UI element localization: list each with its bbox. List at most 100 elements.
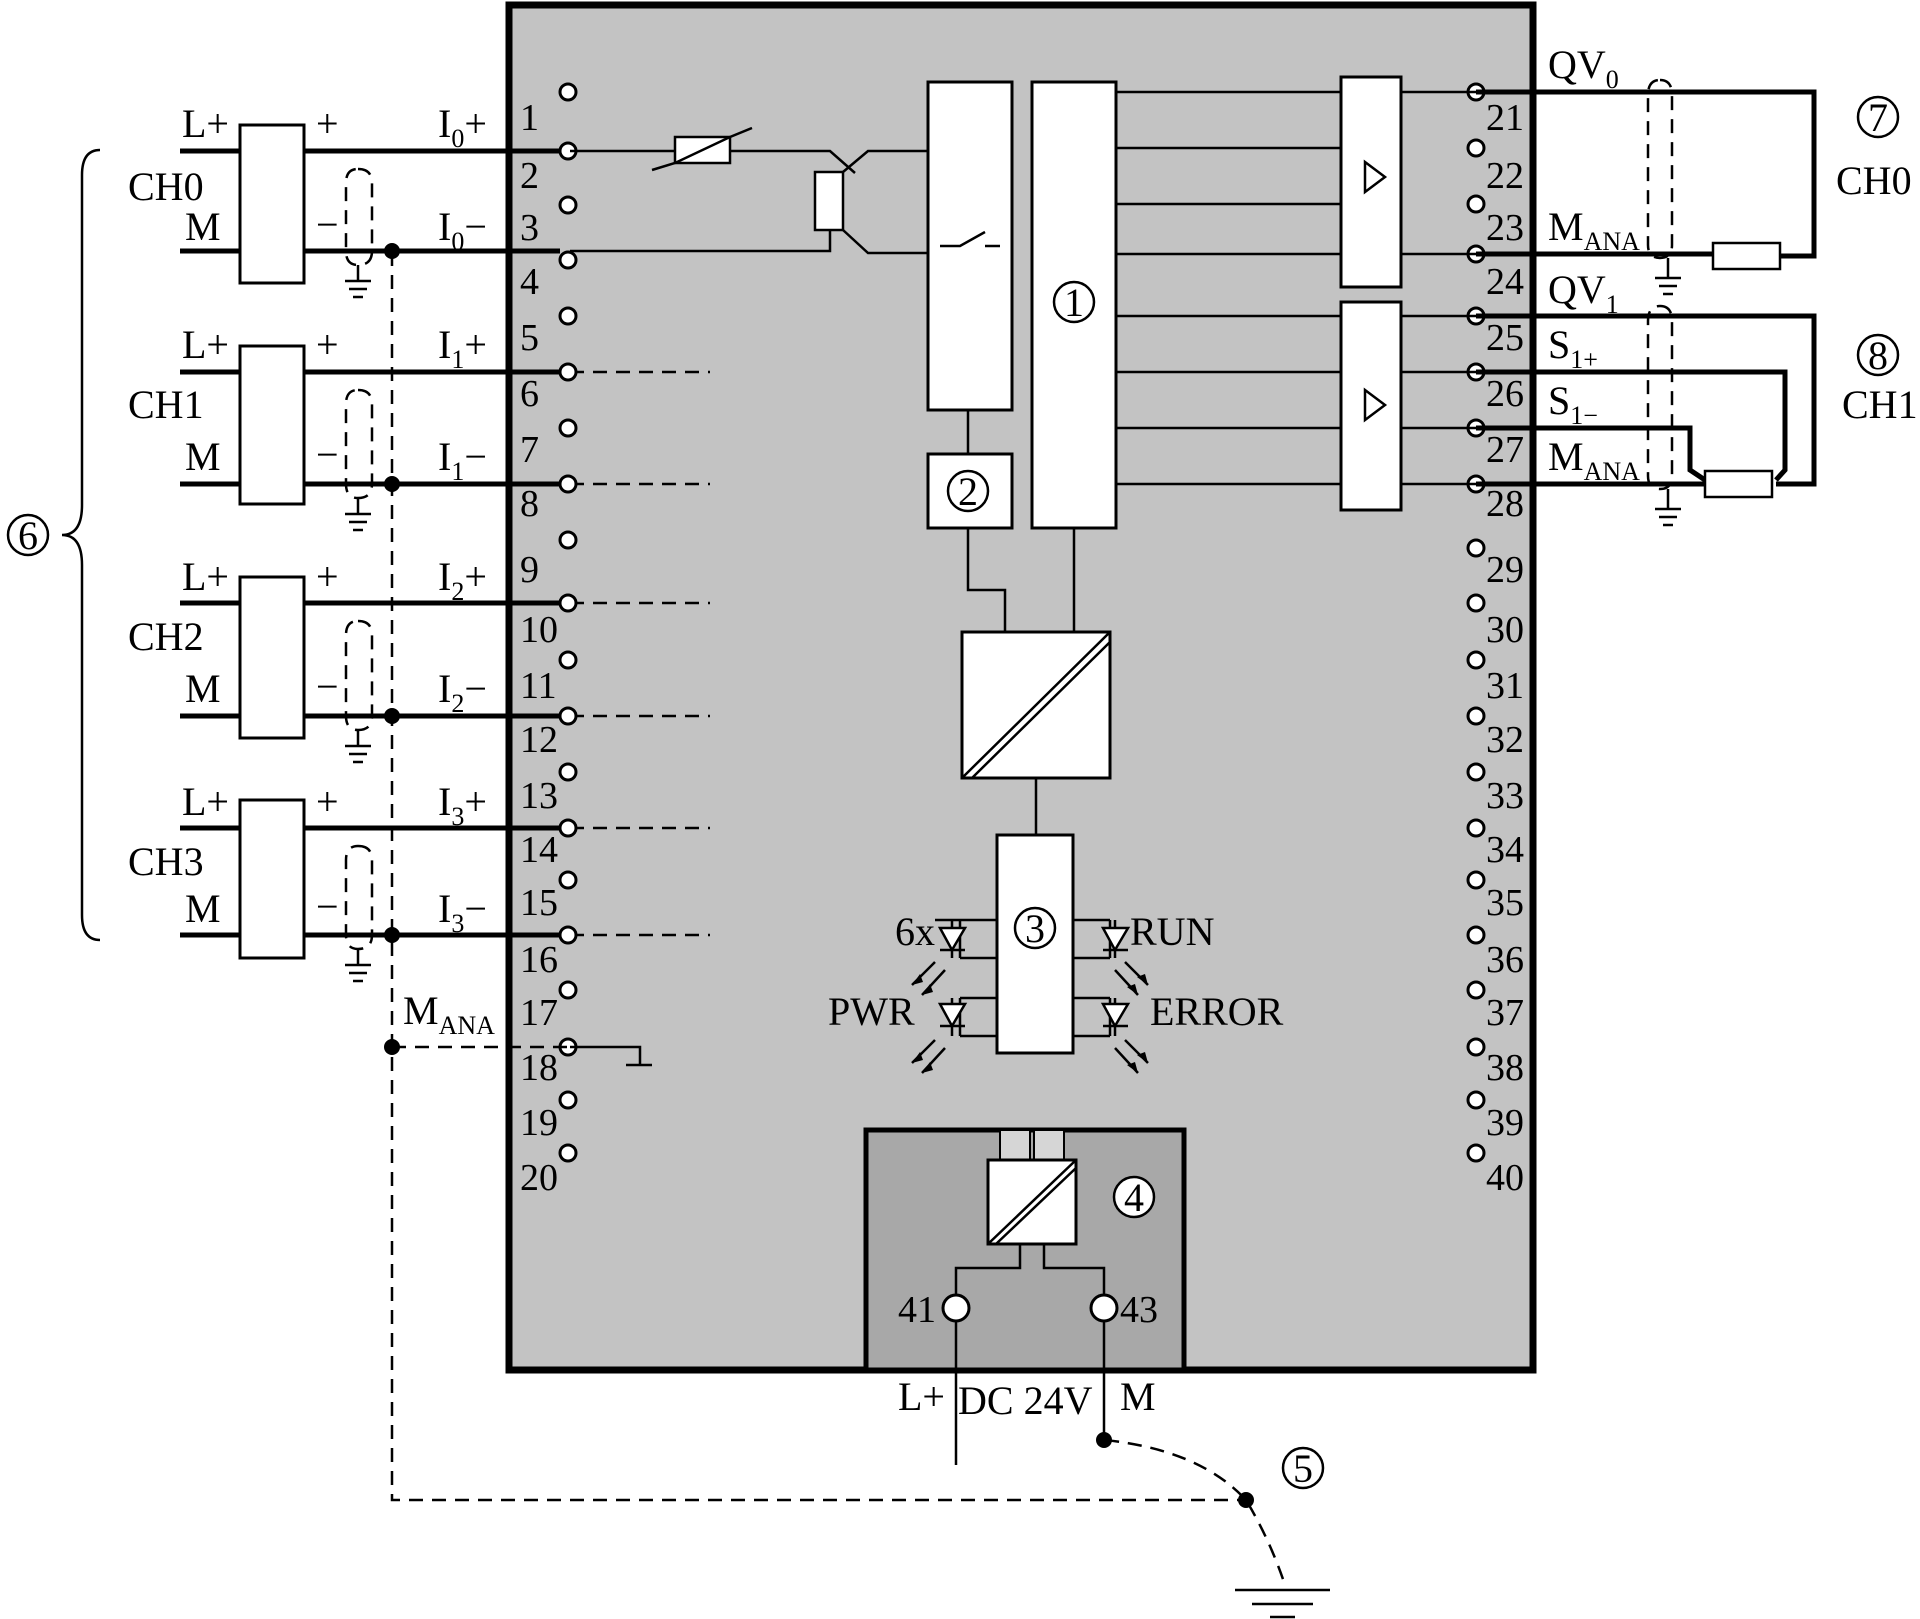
left-terminal-4-label: 4 <box>520 261 539 303</box>
right-terminal-29[interactable] <box>1466 538 1486 558</box>
mana-junction <box>384 1039 400 1055</box>
right-terminal-22[interactable] <box>1466 138 1486 158</box>
mana-left-label: MANA <box>403 988 495 1040</box>
multiplexer-switch <box>940 230 1000 248</box>
left-terminal-17[interactable] <box>558 980 578 1000</box>
right-terminal-31[interactable] <box>1466 650 1486 670</box>
m-label-2: M <box>185 666 221 711</box>
left-terminal-12-label: 12 <box>520 719 558 761</box>
right-terminal-33[interactable] <box>1466 762 1486 782</box>
m-label-0: M <box>185 204 221 249</box>
left-terminal-9[interactable] <box>558 530 578 550</box>
supply-internal-wires <box>954 1244 1106 1295</box>
right-terminal-39[interactable] <box>1466 1090 1486 1110</box>
right-terminal-36[interactable] <box>1466 925 1486 945</box>
channel-name-2: CH2 <box>128 614 204 659</box>
lplus-label-1: L+ <box>182 322 229 367</box>
input-plus-label-3: I3+ <box>438 779 487 831</box>
left-terminal-11[interactable] <box>558 650 578 670</box>
minus-sign-2: − <box>316 664 339 709</box>
s1plus-wire <box>1476 369 1788 482</box>
left-terminal-3[interactable] <box>558 195 578 215</box>
left-terminal-12[interactable] <box>558 706 578 726</box>
callout-7-circle <box>1856 95 1900 139</box>
ground-junction <box>1238 1492 1254 1508</box>
shunt-to-mux-lines <box>842 149 928 255</box>
right-terminal-23-label: 23 <box>1486 207 1524 249</box>
right-terminal-38[interactable] <box>1466 1037 1486 1057</box>
junction-dot-0 <box>384 243 400 259</box>
right-terminal-32-label: 32 <box>1486 719 1524 761</box>
left-terminal-19-label: 19 <box>520 1102 558 1144</box>
left-terminal-15[interactable] <box>558 870 578 890</box>
varistor-slash <box>651 126 753 172</box>
led-6x <box>911 918 997 996</box>
right-terminal-34-label: 34 <box>1486 829 1524 871</box>
supply-m-label: M <box>1120 1374 1156 1419</box>
callout-3: 3 <box>1025 906 1045 951</box>
terminal-43-label: 43 <box>1120 1289 1158 1331</box>
right-terminal-40[interactable] <box>1466 1143 1486 1163</box>
terminal-41[interactable] <box>941 1293 971 1323</box>
right-terminal-26-label: 26 <box>1486 373 1524 415</box>
right-terminal-35[interactable] <box>1466 870 1486 890</box>
right-terminal-23[interactable] <box>1466 194 1486 214</box>
lplus-label-3: L+ <box>182 779 229 824</box>
plus-sign-2: + <box>316 554 339 599</box>
left-terminal-8[interactable] <box>558 474 578 494</box>
left-terminal-19[interactable] <box>558 1090 578 1110</box>
transducer-1 <box>238 344 306 506</box>
left-terminal-16[interactable] <box>558 925 578 945</box>
left-terminal-13[interactable] <box>558 762 578 782</box>
led-run <box>1073 918 1149 996</box>
callout-8: 8 <box>1868 333 1888 378</box>
transducer-3 <box>238 798 306 960</box>
main-ground-dashed <box>1104 1438 1287 1586</box>
minus-sign-3: − <box>316 884 339 929</box>
left-terminal-17-label: 17 <box>520 992 558 1034</box>
callout-4: 4 <box>1124 1175 1144 1220</box>
left-terminal-1-label: 1 <box>520 97 539 139</box>
right-terminal-34[interactable] <box>1466 818 1486 838</box>
left-terminal-4[interactable] <box>558 250 578 270</box>
right-terminal-38-label: 38 <box>1486 1047 1524 1089</box>
left-terminal-7[interactable] <box>558 418 578 438</box>
shield-ground-icon-0 <box>345 265 371 299</box>
left-terminal-14-label: 14 <box>520 829 558 871</box>
mana-dashed-vertical <box>390 252 1246 1502</box>
input-plus-label-1: I1+ <box>438 322 487 374</box>
supply-connector-left <box>999 1129 1031 1161</box>
amplifier-0-triangle-icon <box>1363 159 1388 195</box>
left-terminal-20[interactable] <box>558 1143 578 1163</box>
right-terminal-32[interactable] <box>1466 706 1486 726</box>
callout-6-circle <box>6 513 50 557</box>
left-terminal-6[interactable] <box>558 362 578 382</box>
plus-sign-0: + <box>316 101 339 146</box>
supply-connector-right <box>1033 1129 1065 1161</box>
mana0-label: MANA <box>1548 204 1640 256</box>
shield-icon-0 <box>344 167 374 267</box>
ch1-shield-icon <box>1646 304 1674 491</box>
left-terminal-1[interactable] <box>558 82 578 102</box>
left-terminal-14[interactable] <box>558 818 578 838</box>
channel-name-0: CH0 <box>128 164 204 209</box>
left-terminal-6-label: 6 <box>520 373 539 415</box>
right-terminal-37[interactable] <box>1466 980 1486 1000</box>
led-6x-label: 6x <box>895 909 935 954</box>
terminal-43[interactable] <box>1089 1293 1119 1323</box>
left-terminal-10[interactable] <box>558 593 578 613</box>
left-terminal-5[interactable] <box>558 306 578 326</box>
left-terminal-15-label: 15 <box>520 882 558 924</box>
callout-7: 7 <box>1868 95 1888 140</box>
terminal-41-label: 41 <box>898 1289 936 1331</box>
right-terminal-25-label: 25 <box>1486 317 1524 359</box>
callout-2: 2 <box>958 469 978 514</box>
main-ground-icon <box>1235 1588 1330 1619</box>
right-terminal-30[interactable] <box>1466 593 1486 613</box>
shield-ground-icon-1 <box>345 498 371 532</box>
supply-converter-diagonal <box>987 1159 1077 1245</box>
